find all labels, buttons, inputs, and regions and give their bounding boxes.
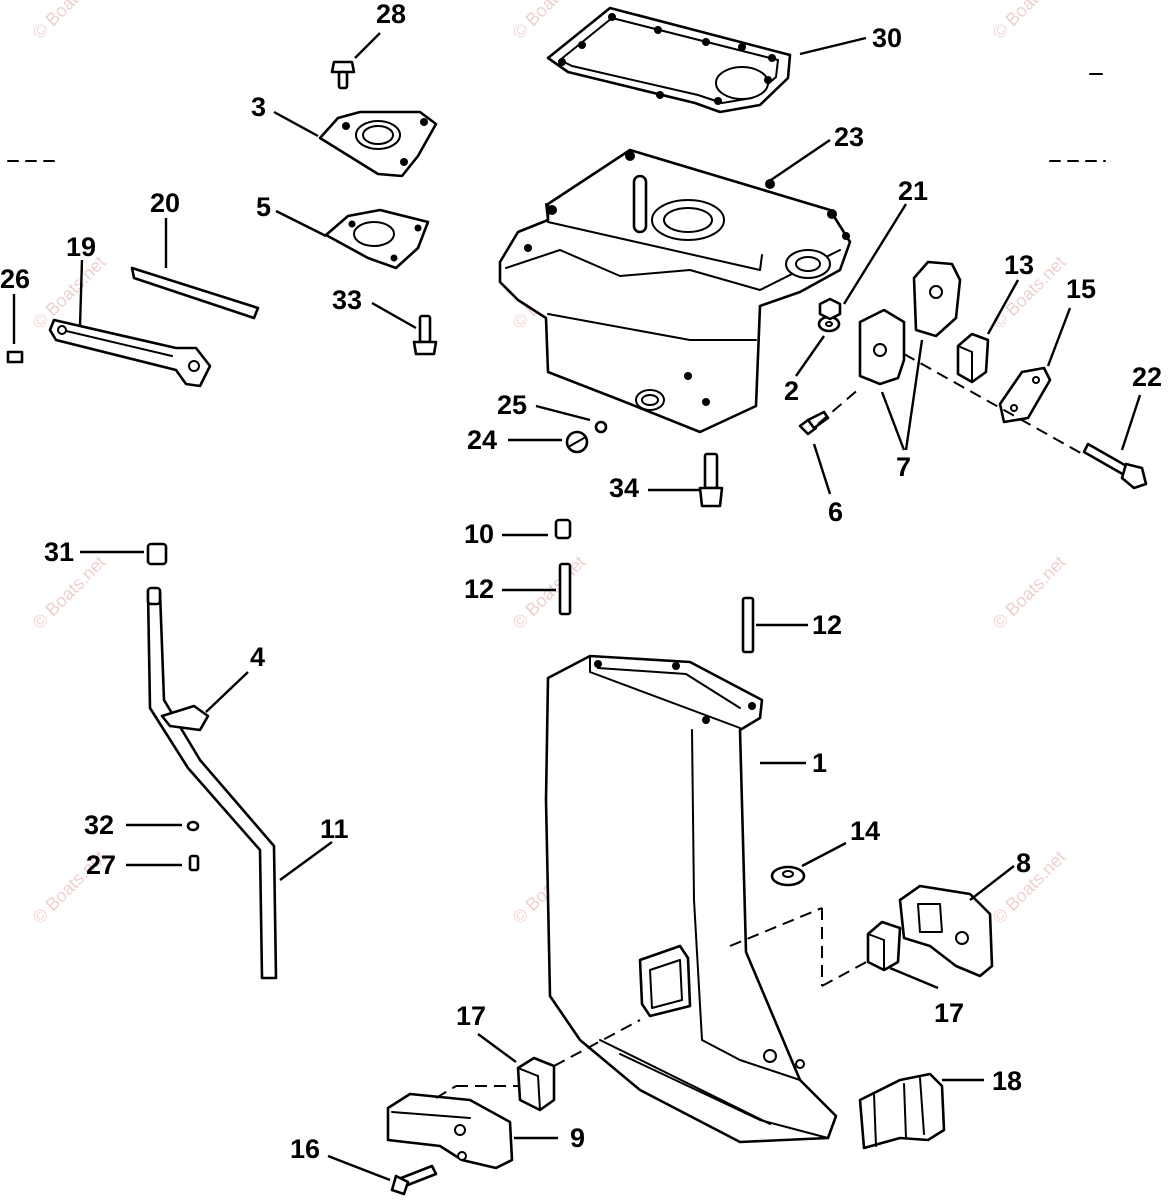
watermark: © Boats.net bbox=[989, 0, 1070, 43]
strap-part-19 bbox=[48, 318, 212, 388]
callout-20: 20 bbox=[150, 188, 180, 218]
washer-part-25 bbox=[594, 420, 608, 434]
oring-part-32 bbox=[186, 820, 200, 832]
callout-33: 33 bbox=[332, 285, 362, 315]
callout-8: 8 bbox=[1016, 848, 1031, 878]
scan-marks bbox=[7, 73, 1106, 162]
grommet-part-31 bbox=[146, 542, 168, 566]
callout-23: 23 bbox=[834, 122, 864, 152]
watermark: © Boats.net bbox=[989, 552, 1070, 633]
callout-6: 6 bbox=[828, 497, 843, 527]
callout-19: 19 bbox=[66, 232, 96, 262]
callout-17a: 17 bbox=[456, 1001, 486, 1031]
plug-part-24 bbox=[565, 430, 589, 454]
gasket-part-30 bbox=[546, 6, 792, 114]
plate-part-15 bbox=[998, 366, 1052, 424]
bolt-part-22 bbox=[1082, 442, 1148, 490]
rubber-mount-part-13 bbox=[956, 332, 990, 384]
rod-part-20 bbox=[130, 266, 260, 320]
callout-18: 18 bbox=[992, 1066, 1022, 1096]
watermark: © Boats.net bbox=[29, 0, 110, 43]
callout-31: 31 bbox=[44, 537, 74, 567]
callout-12a: 12 bbox=[464, 574, 494, 604]
callout-24: 24 bbox=[467, 425, 497, 455]
callout-27: 27 bbox=[86, 850, 116, 880]
mount-housing-part-8 bbox=[898, 884, 994, 978]
screw-part-26 bbox=[6, 350, 24, 364]
adapter-housing-part-23 bbox=[498, 148, 852, 434]
stud-part-34 bbox=[698, 452, 724, 508]
leader-lines bbox=[12, 32, 1142, 1182]
callout-25: 25 bbox=[497, 390, 527, 420]
callout-11: 11 bbox=[320, 814, 349, 844]
watermark: © Boats.net bbox=[509, 552, 590, 633]
callout-34: 34 bbox=[609, 473, 639, 503]
gasket-part-5 bbox=[324, 208, 430, 270]
washer-part-2 bbox=[817, 315, 841, 333]
stud-part-12a bbox=[558, 562, 572, 616]
callout-32: 32 bbox=[84, 810, 114, 840]
exhaust-housing-part-1 bbox=[544, 654, 838, 1144]
stud-part-12b bbox=[741, 596, 755, 654]
cover-plate-part-3 bbox=[318, 110, 438, 178]
callout-22: 22 bbox=[1132, 362, 1162, 392]
callout-15: 15 bbox=[1066, 274, 1096, 304]
callout-labels: 28 30 3 23 20 5 21 19 13 26 15 33 22 2 2… bbox=[0, 0, 1162, 1164]
dowel-part-10 bbox=[554, 518, 572, 540]
callout-16: 16 bbox=[290, 1134, 320, 1164]
callout-1: 1 bbox=[812, 748, 827, 778]
callout-21: 21 bbox=[898, 176, 928, 206]
screw-part-33 bbox=[412, 314, 438, 356]
callout-30: 30 bbox=[872, 23, 902, 53]
watermark: © Boats.net bbox=[29, 252, 110, 333]
callout-28: 28 bbox=[376, 0, 406, 29]
nut-part-21 bbox=[818, 297, 842, 321]
assembly-lines bbox=[435, 353, 1087, 1099]
grommet-part-14 bbox=[770, 865, 806, 887]
callout-9: 9 bbox=[570, 1123, 585, 1153]
callout-4: 4 bbox=[250, 642, 265, 672]
bolt-part-16 bbox=[390, 1164, 438, 1196]
mount-part-18 bbox=[858, 1072, 946, 1150]
screw-part-28 bbox=[330, 60, 356, 90]
callout-26: 26 bbox=[0, 264, 30, 294]
rubber-mount-part-17b bbox=[866, 920, 902, 972]
callout-7: 7 bbox=[896, 452, 911, 482]
callout-12b: 12 bbox=[812, 610, 842, 640]
callout-13: 13 bbox=[1004, 250, 1034, 280]
mount-bracket-part-7 bbox=[858, 260, 962, 386]
callout-5: 5 bbox=[256, 192, 271, 222]
clip-part-4 bbox=[160, 704, 210, 732]
callout-10: 10 bbox=[464, 519, 494, 549]
mount-cover-part-9 bbox=[386, 1092, 514, 1170]
callout-2: 2 bbox=[784, 376, 799, 406]
callout-14: 14 bbox=[850, 816, 880, 846]
screw-part-27 bbox=[188, 854, 200, 872]
screw-part-6 bbox=[798, 410, 830, 436]
rubber-mount-part-17a bbox=[516, 1056, 556, 1112]
water-tube-part-11 bbox=[146, 586, 278, 980]
callout-3: 3 bbox=[251, 92, 266, 122]
callout-17b: 17 bbox=[934, 998, 964, 1028]
